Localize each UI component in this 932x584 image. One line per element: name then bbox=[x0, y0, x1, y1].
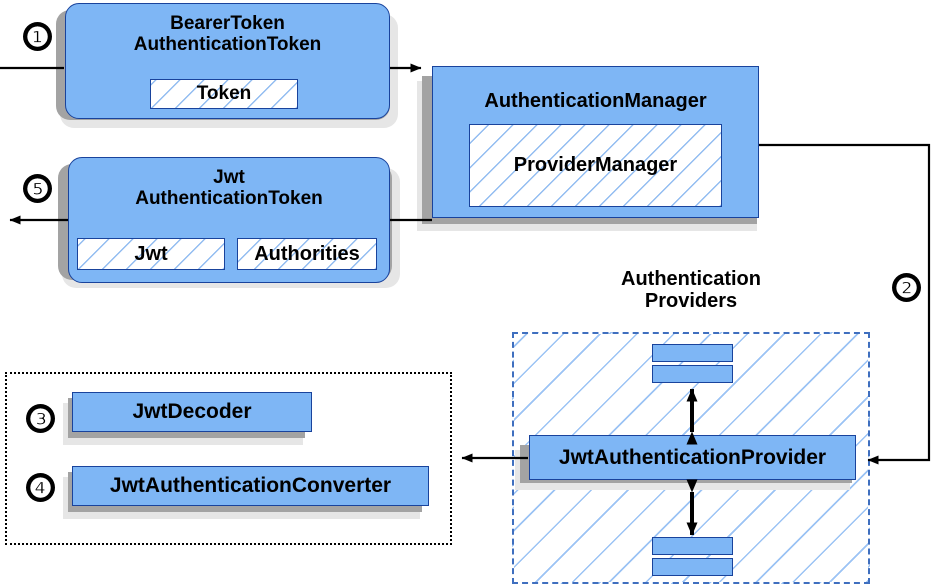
step-marker-4: ❹ bbox=[27, 474, 54, 501]
part-authorities-label: Authorities bbox=[254, 242, 360, 265]
bearer-token-label-line1: BearerToken bbox=[170, 13, 285, 34]
provider-bar-top-1 bbox=[652, 344, 733, 362]
part-token[interactable]: Token bbox=[150, 79, 298, 109]
authentication-manager-label: AuthenticationManager bbox=[484, 90, 707, 112]
step-marker-1: ❶ bbox=[24, 23, 51, 50]
part-provider-manager-label: ProviderManager bbox=[513, 154, 678, 176]
provider-bars-bottom bbox=[652, 537, 733, 576]
node-jwt-authentication-converter[interactable]: JwtAuthenticationConverter bbox=[72, 466, 429, 506]
part-jwt[interactable]: Jwt bbox=[77, 238, 225, 270]
step-marker-1-label: ❶ bbox=[25, 21, 50, 52]
node-jwt-decoder[interactable]: JwtDecoder bbox=[72, 392, 312, 432]
providers-caption-line2: Providers bbox=[644, 290, 738, 313]
provider-bars-top bbox=[652, 344, 733, 383]
jwt-authentication-converter-label: JwtAuthenticationConverter bbox=[109, 474, 392, 498]
jwt-decoder-label: JwtDecoder bbox=[132, 400, 252, 424]
provider-bar-bottom-1 bbox=[652, 537, 733, 555]
part-authorities[interactable]: Authorities bbox=[237, 238, 377, 270]
step-marker-2-label: ❷ bbox=[894, 272, 919, 303]
step-marker-5-label: ❺ bbox=[25, 173, 50, 204]
step-marker-2: ❷ bbox=[893, 274, 920, 301]
step-marker-4-label: ❹ bbox=[28, 472, 53, 503]
node-jwt-authentication-provider[interactable]: JwtAuthenticationProvider bbox=[529, 435, 856, 480]
jwt-authentication-provider-label: JwtAuthenticationProvider bbox=[558, 445, 827, 469]
part-provider-manager[interactable]: ProviderManager bbox=[469, 124, 722, 207]
jwt-token-label-line1: Jwt bbox=[213, 167, 245, 188]
part-jwt-label: Jwt bbox=[134, 242, 168, 265]
step-marker-3: ❸ bbox=[27, 405, 54, 432]
step-marker-5: ❺ bbox=[24, 175, 51, 202]
step-marker-3-label: ❸ bbox=[28, 403, 53, 434]
provider-bar-bottom-2 bbox=[652, 558, 733, 576]
providers-caption-line1: Authentication bbox=[621, 268, 761, 290]
jwt-token-label-line2: AuthenticationToken bbox=[135, 188, 323, 210]
jwt-support-components-container bbox=[5, 372, 452, 545]
bearer-token-label-line2: AuthenticationToken bbox=[133, 34, 322, 56]
authentication-providers-caption: Authentication Providers bbox=[560, 268, 822, 313]
part-token-label: Token bbox=[196, 83, 252, 104]
provider-bar-top-2 bbox=[652, 365, 733, 383]
